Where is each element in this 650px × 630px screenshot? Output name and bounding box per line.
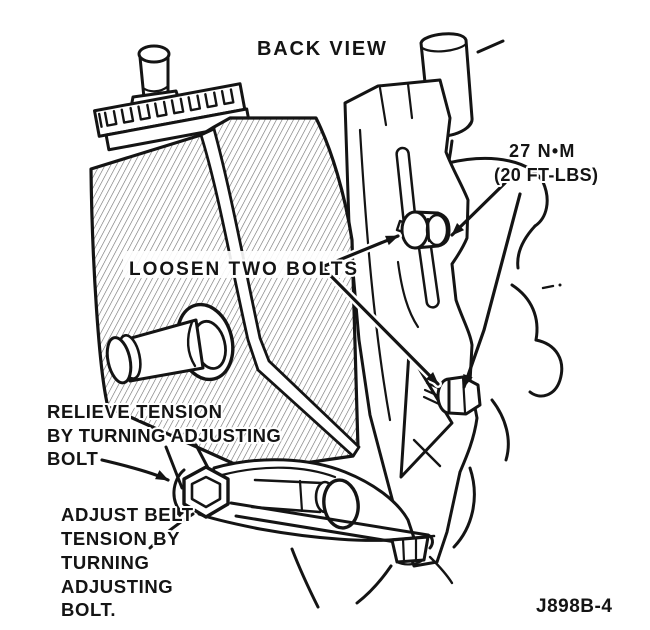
reservoir [89,116,361,473]
adjusting-bolt [172,465,230,519]
pivot-nut [384,534,436,566]
leader-loosen-lower-bolt [320,265,440,386]
leader-adjust-belt [168,505,189,520]
leader-torque-upper-bolt [450,181,507,237]
hose-outlet [105,302,235,385]
label-adjust-line5: BOLT. [61,599,116,620]
reservoir-cap [93,82,251,152]
label-figure-code: J898B-4 [536,596,612,617]
label-adjust-line3: TURNING [61,552,149,573]
leader-loosen-upper-bolt [320,234,400,269]
bracket-cutout-triangle [399,350,454,479]
leader-lines [100,181,522,520]
label-relieve-line3: BOLT [47,448,98,469]
label-adjust-line1: ADJUST BELT [61,504,194,525]
label-back-view: BACK VIEW [257,38,388,60]
upper-mounting-bolt [395,210,451,250]
leader-torque-lower-bolt [462,192,522,389]
label-torque-value: 27 N•M [509,141,576,161]
tension-arm [148,458,454,609]
label-torque-ftlbs: (20 FT-LBS) [494,165,598,185]
mounting-bracket [343,78,479,568]
reservoir-edge-highlight [199,127,361,458]
label-adjust-line4: ADJUSTING [61,576,173,597]
labels: BACK VIEW 27 N•M (20 FT-LBS) LOOSEN TWO … [45,36,614,622]
label-adjust-line2: TENSION BY [61,528,180,549]
leader-relieve-tension [100,458,170,482]
label-relieve-line2: BY TURNING ADJUSTING [47,425,281,446]
label-relieve-line1: RELIEVE TENSION [47,401,223,422]
label-loosen-two-bolts: LOOSEN TWO BOLTS [129,259,359,280]
arm-pivot-boss [322,478,360,530]
